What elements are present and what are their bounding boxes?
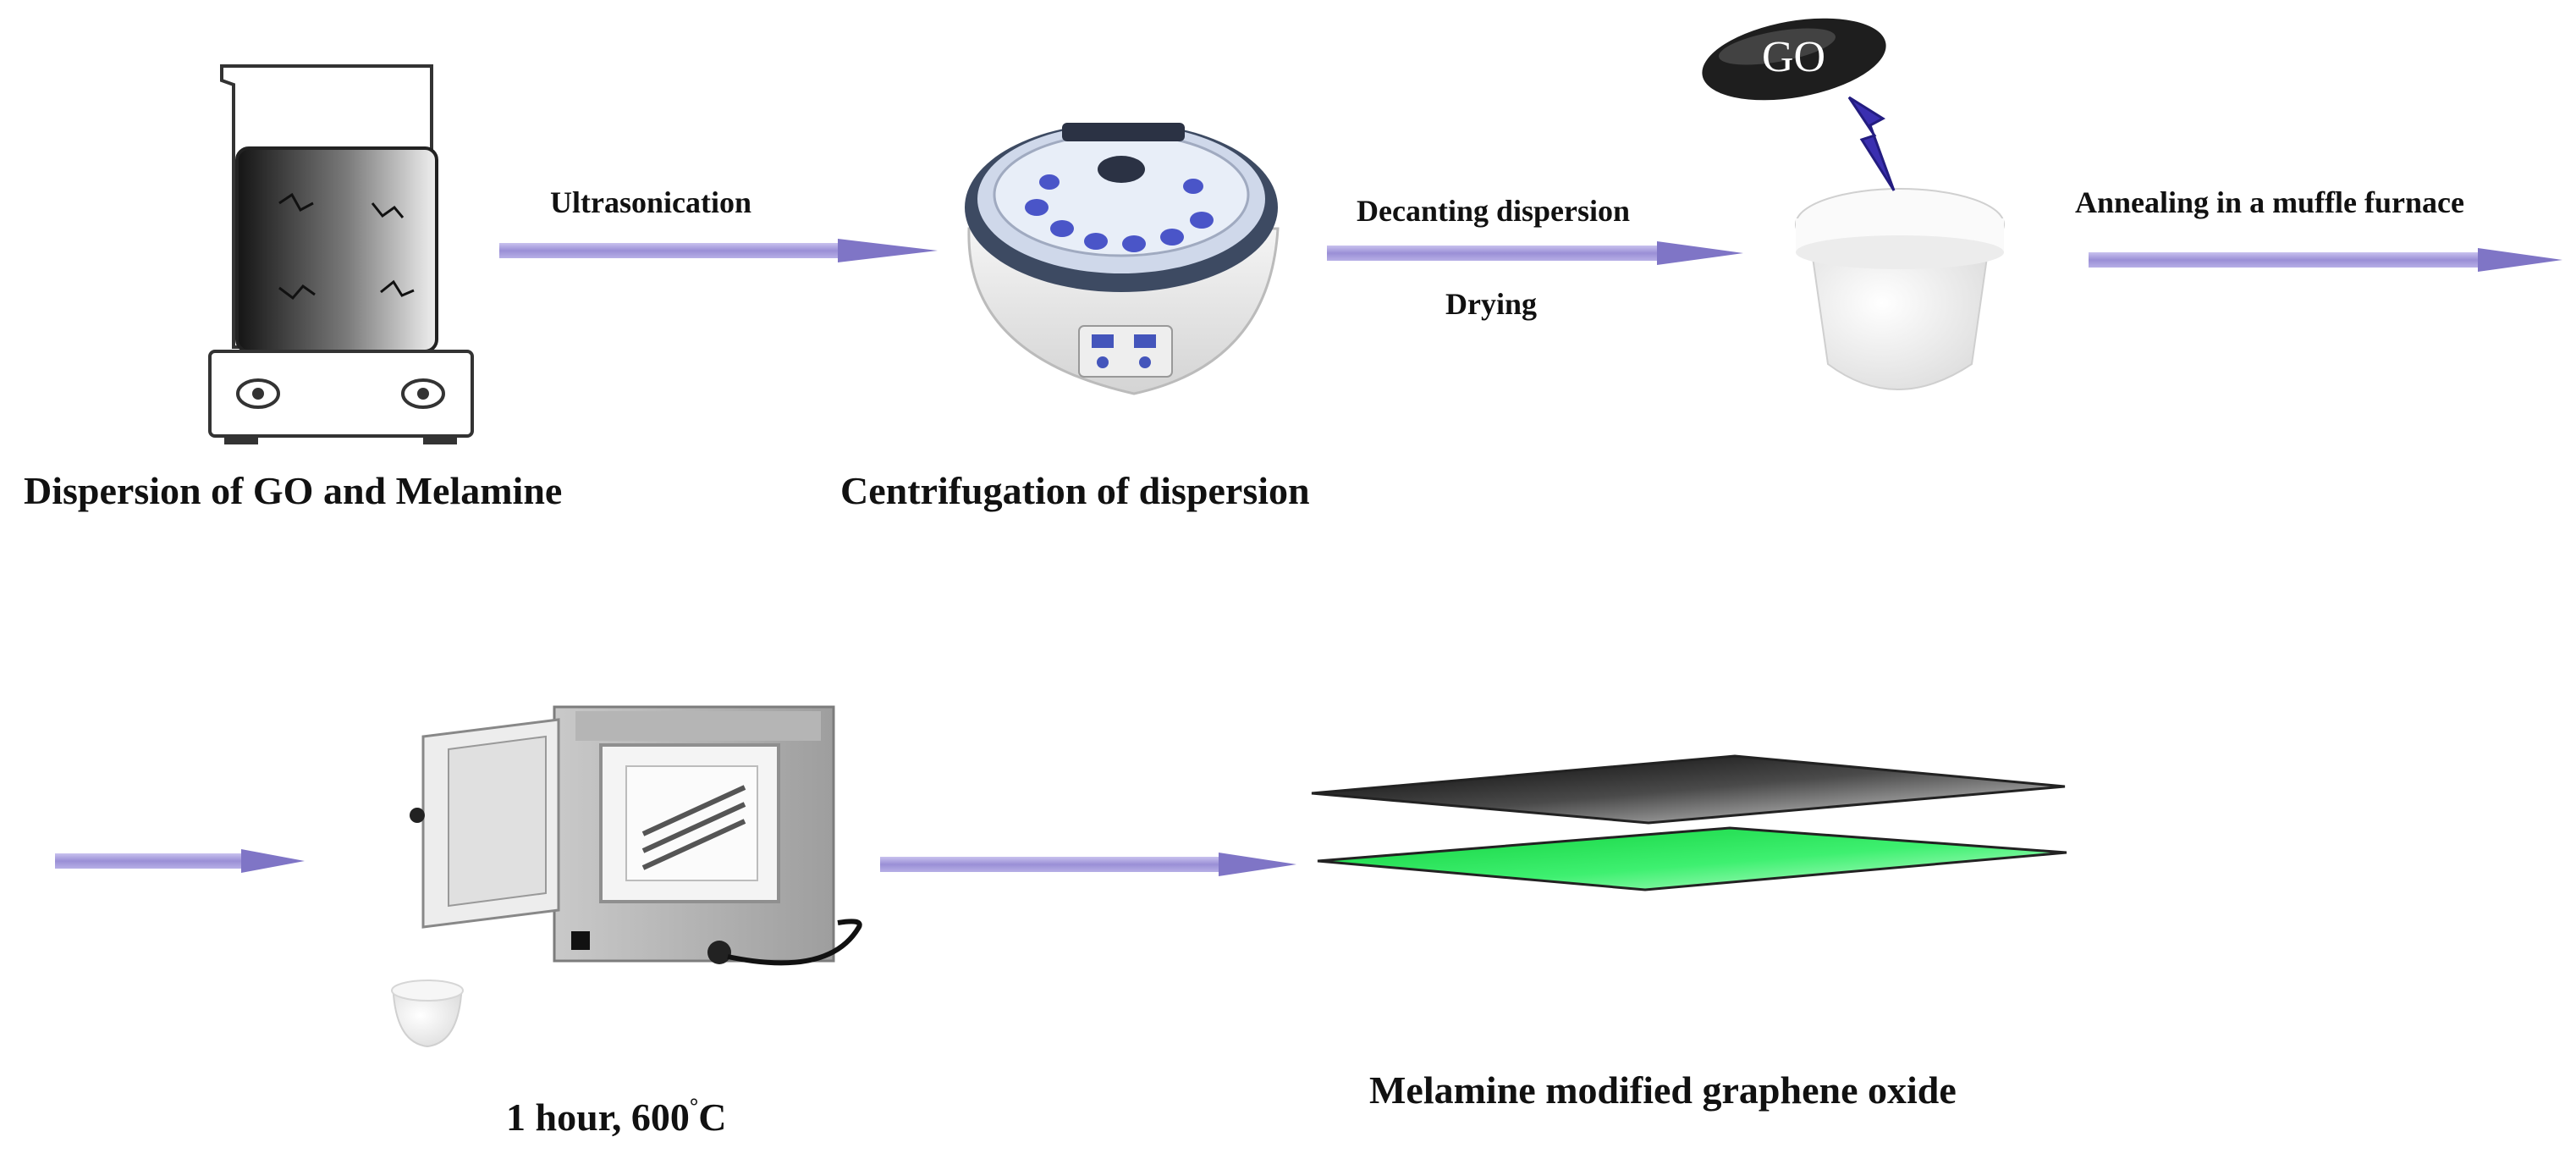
- conditions-unit: C: [698, 1096, 727, 1139]
- degree-symbol: °: [689, 1093, 699, 1118]
- arrow-continuation: [55, 849, 305, 873]
- step-dispersion: Dispersion of GO and Melamine: [24, 469, 563, 512]
- centrifuge-icon: [965, 123, 1280, 395]
- graphene-sheets-icon: [1311, 754, 2067, 891]
- muffle-furnace-icon: [410, 705, 862, 966]
- conditions-time: 1 hour, 600: [506, 1096, 690, 1139]
- annealing-conditions: 1 hour, 600°C: [506, 1093, 727, 1140]
- label-annealing: Annealing in a muffle furnace: [2075, 185, 2465, 219]
- label-drying: Drying: [1445, 287, 1537, 321]
- go-disc-icon: [1702, 18, 1886, 101]
- small-crucible-icon: [391, 980, 464, 1048]
- arrow-decanting: [1327, 241, 1743, 265]
- bolt-icon: [1847, 96, 1896, 191]
- go-label: GO: [1762, 33, 1826, 81]
- arrow-ultrasonication: [499, 239, 938, 262]
- arrow-annealing: [2089, 248, 2562, 272]
- step-product: Melamine modified graphene oxide: [1369, 1068, 1957, 1112]
- label-ultrasonication: Ultrasonication: [550, 185, 751, 219]
- arrow-to-product: [880, 853, 1296, 876]
- crucible-icon: [1795, 188, 2005, 390]
- step-centrifugation: Centrifugation of dispersion: [840, 469, 1310, 512]
- beaker-stirrer-icon: [208, 64, 474, 444]
- label-decanting: Decanting dispersion: [1357, 194, 1631, 228]
